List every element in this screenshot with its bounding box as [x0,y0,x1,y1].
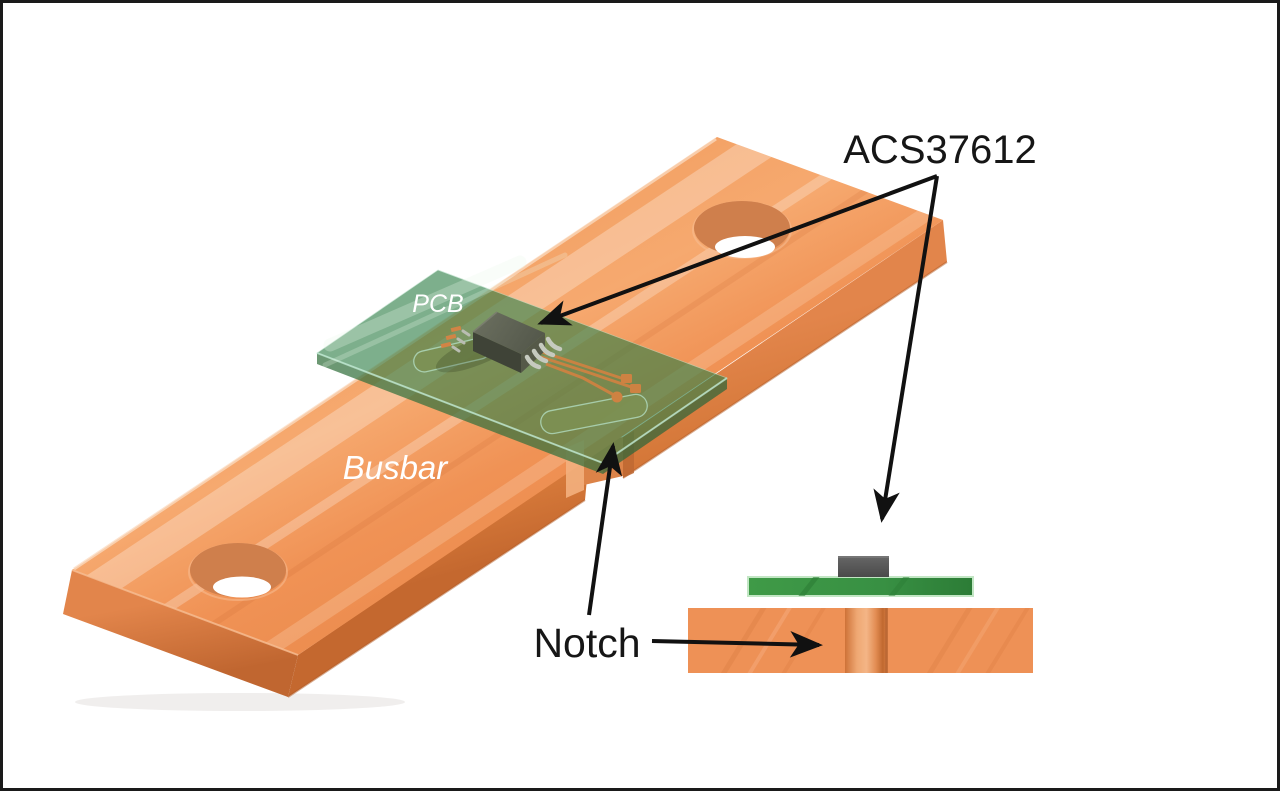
arrow-notch-side-view [651,630,823,658]
arrow-chip-side-view [873,175,939,523]
leader-arrows [537,174,939,658]
side-view-pcb-streaks [798,577,910,596]
chip-left-pads [440,325,471,353]
chip-top-face [473,312,545,354]
busbar-bottom-edge-left [287,499,586,698]
label-busbar: Busbar [343,449,450,486]
busbar-bottom-edge-right [622,261,948,479]
busbar-front-face-right [623,220,947,478]
side-view-notch [845,608,888,673]
label-notch: Notch [533,620,640,666]
pcb-assembly [316,252,728,474]
pcb-right-side-face [603,378,727,474]
arrow-chip-3d [537,174,938,326]
busbar-left-end-top-edge [71,569,299,656]
arrow-notch-3d [587,442,623,616]
mounting-hole-bottom [188,543,288,601]
busbar-front-face-left [288,457,589,697]
label-acs37612: ACS37612 [843,128,1036,172]
side-view [688,556,1033,673]
pcb-front-side-face [317,353,603,474]
busbar-ground-shadow [75,693,405,711]
pcb-sheen-streaks [322,252,568,368]
side-view-pcb [747,576,974,597]
side-view-chip [838,556,889,577]
pcb-slot-lower [540,393,648,435]
sensor-chip [472,311,545,373]
chip-front-face [473,332,521,373]
busbar-left-end-face [63,570,298,697]
pcb-trace-pads [611,374,641,403]
chip-pins [524,336,563,370]
label-pcb: PCB [412,290,463,318]
